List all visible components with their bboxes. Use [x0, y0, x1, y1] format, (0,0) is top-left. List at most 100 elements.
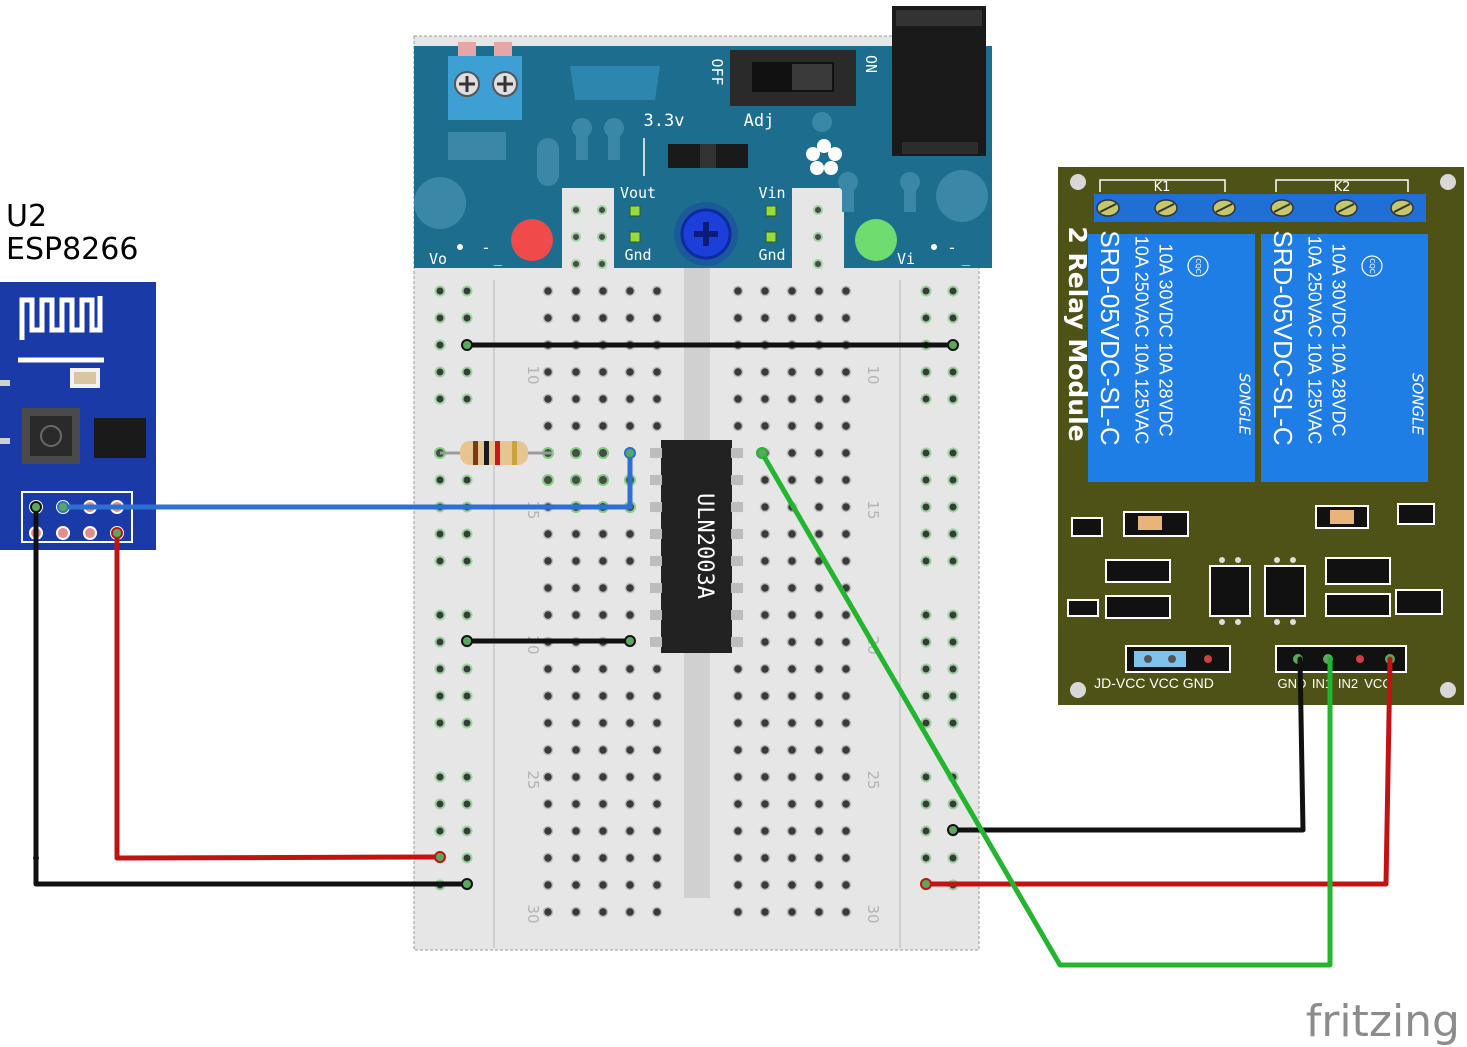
jumper-label: JD-VCC VCC GND: [1094, 675, 1214, 691]
esp-designator: U2: [6, 199, 47, 234]
breadboard-hole: [786, 474, 798, 486]
chip-pin: [731, 556, 743, 566]
esp-part-name: ESP8266: [6, 232, 138, 267]
breadboard-hole: [759, 825, 771, 837]
breadboard-hole: [597, 744, 609, 756]
breadboard-hole: [813, 609, 825, 621]
breadboard-hole: [597, 852, 609, 864]
breadboard-hole: [759, 609, 771, 621]
breadboard-hole: [570, 744, 582, 756]
breadboard-hole: [570, 609, 582, 621]
rail-hole: [920, 312, 932, 324]
breadboard-hole: [597, 906, 609, 918]
rail-hole: [434, 474, 446, 486]
relay-k1-brand: SONGLE: [1236, 373, 1254, 436]
breadboard-hole: [624, 744, 636, 756]
rail-hole: [461, 771, 473, 783]
relay-k1-model: SRD-05VDC-SL-C: [1095, 230, 1125, 445]
breadboard-hole: [732, 744, 744, 756]
breadboard-hole: [651, 366, 663, 378]
rail-hole: [434, 825, 446, 837]
breadboard-hole: [840, 393, 852, 405]
jd-vcc-jumper[interactable]: [1134, 651, 1186, 667]
label-vo: Vo: [429, 250, 447, 268]
breadboard-hole: [597, 798, 609, 810]
breadboard-hole: [570, 312, 582, 324]
connected-hole: [570, 474, 582, 486]
wire-red-relay-vcc[interactable]: [923, 656, 1393, 887]
switch-on-label: ON: [862, 55, 880, 73]
rail-hole: [461, 609, 473, 621]
rail-hole: [434, 312, 446, 324]
label-gnd-right: Gnd: [758, 246, 785, 264]
relay-terminal-block: [1094, 194, 1426, 222]
breadboard-hole: [651, 825, 663, 837]
breadboard-hole: [570, 582, 582, 594]
breadboard-hole: [732, 285, 744, 297]
breadboard-hole: [813, 717, 825, 729]
breadboard-hole: [570, 825, 582, 837]
switch-off-label: OFF: [708, 58, 726, 85]
breadboard-hole: [624, 852, 636, 864]
breadboard-hole: [624, 798, 636, 810]
breadboard-hole: [597, 285, 609, 297]
row-label-20-left: 20: [524, 635, 542, 654]
breadboard-hole: [759, 798, 771, 810]
rail-hole: [461, 825, 473, 837]
rail-hole: [920, 501, 932, 513]
rail-hole: [434, 798, 446, 810]
wire-green-relay-in1[interactable]: [759, 450, 1333, 968]
label-gnd-left: Gnd: [624, 246, 651, 264]
chip-pin: [650, 556, 662, 566]
pin-label-in1: IN1: [1312, 676, 1332, 691]
rail-hole: [947, 663, 959, 675]
breadboard-hole: [570, 690, 582, 702]
breadboard-hole: [624, 879, 636, 891]
psu-header-cutout-right: [792, 188, 844, 270]
breadboard-hole: [840, 690, 852, 702]
breadboard-hole: [759, 555, 771, 567]
breadboard-hole: [813, 474, 825, 486]
breadboard-hole: [651, 852, 663, 864]
breadboard-hole: [840, 285, 852, 297]
rail-hole: [947, 717, 959, 729]
wire-black-esp-gnd[interactable]: [33, 504, 470, 887]
breadboard-hole: [542, 663, 554, 675]
breadboard-hole: [732, 663, 744, 675]
breadboard-hole: [813, 771, 825, 783]
breadboard-hole: [840, 447, 852, 459]
rail-hole: [947, 636, 959, 648]
breadboard-hole: [597, 393, 609, 405]
breadboard-hole: [732, 366, 744, 378]
breadboard-hole: [570, 879, 582, 891]
row-label-30-right: 30: [864, 904, 882, 923]
breadboard-hole: [651, 744, 663, 756]
relay-k1-cert: CQC: [1194, 258, 1202, 273]
breadboard-hole: [786, 825, 798, 837]
breadboard-hole: [786, 285, 798, 297]
rail-hole: [920, 285, 932, 297]
breadboard-hole: [624, 690, 636, 702]
wire-blue-signal[interactable]: [60, 450, 633, 510]
led-green: [855, 219, 897, 261]
breadboard-hole: [542, 312, 554, 324]
breadboard-hole: [570, 906, 582, 918]
relay-k2-rating-1: 10A 250VAC 10A 125VAC: [1304, 236, 1324, 445]
breadboard-hole: [651, 663, 663, 675]
breadboard-hole: [759, 366, 771, 378]
breadboard-hole: [542, 906, 554, 918]
breadboard-hole: [840, 771, 852, 783]
breadboard-hole: [786, 555, 798, 567]
rail-hole: [920, 798, 932, 810]
breadboard-hole: [570, 555, 582, 567]
wire-red-esp-vcc[interactable]: [114, 530, 443, 861]
minus-right: -: [947, 238, 957, 257]
rail-hole: [947, 366, 959, 378]
psu-header-cutout-left: [562, 188, 614, 270]
breadboard-hole: [840, 474, 852, 486]
breadboard-hole: [624, 582, 636, 594]
breadboard-hole: [759, 582, 771, 594]
wire-black-relay-gnd[interactable]: [950, 656, 1306, 833]
rail-hole: [461, 798, 473, 810]
breadboard-hole: [732, 420, 744, 432]
